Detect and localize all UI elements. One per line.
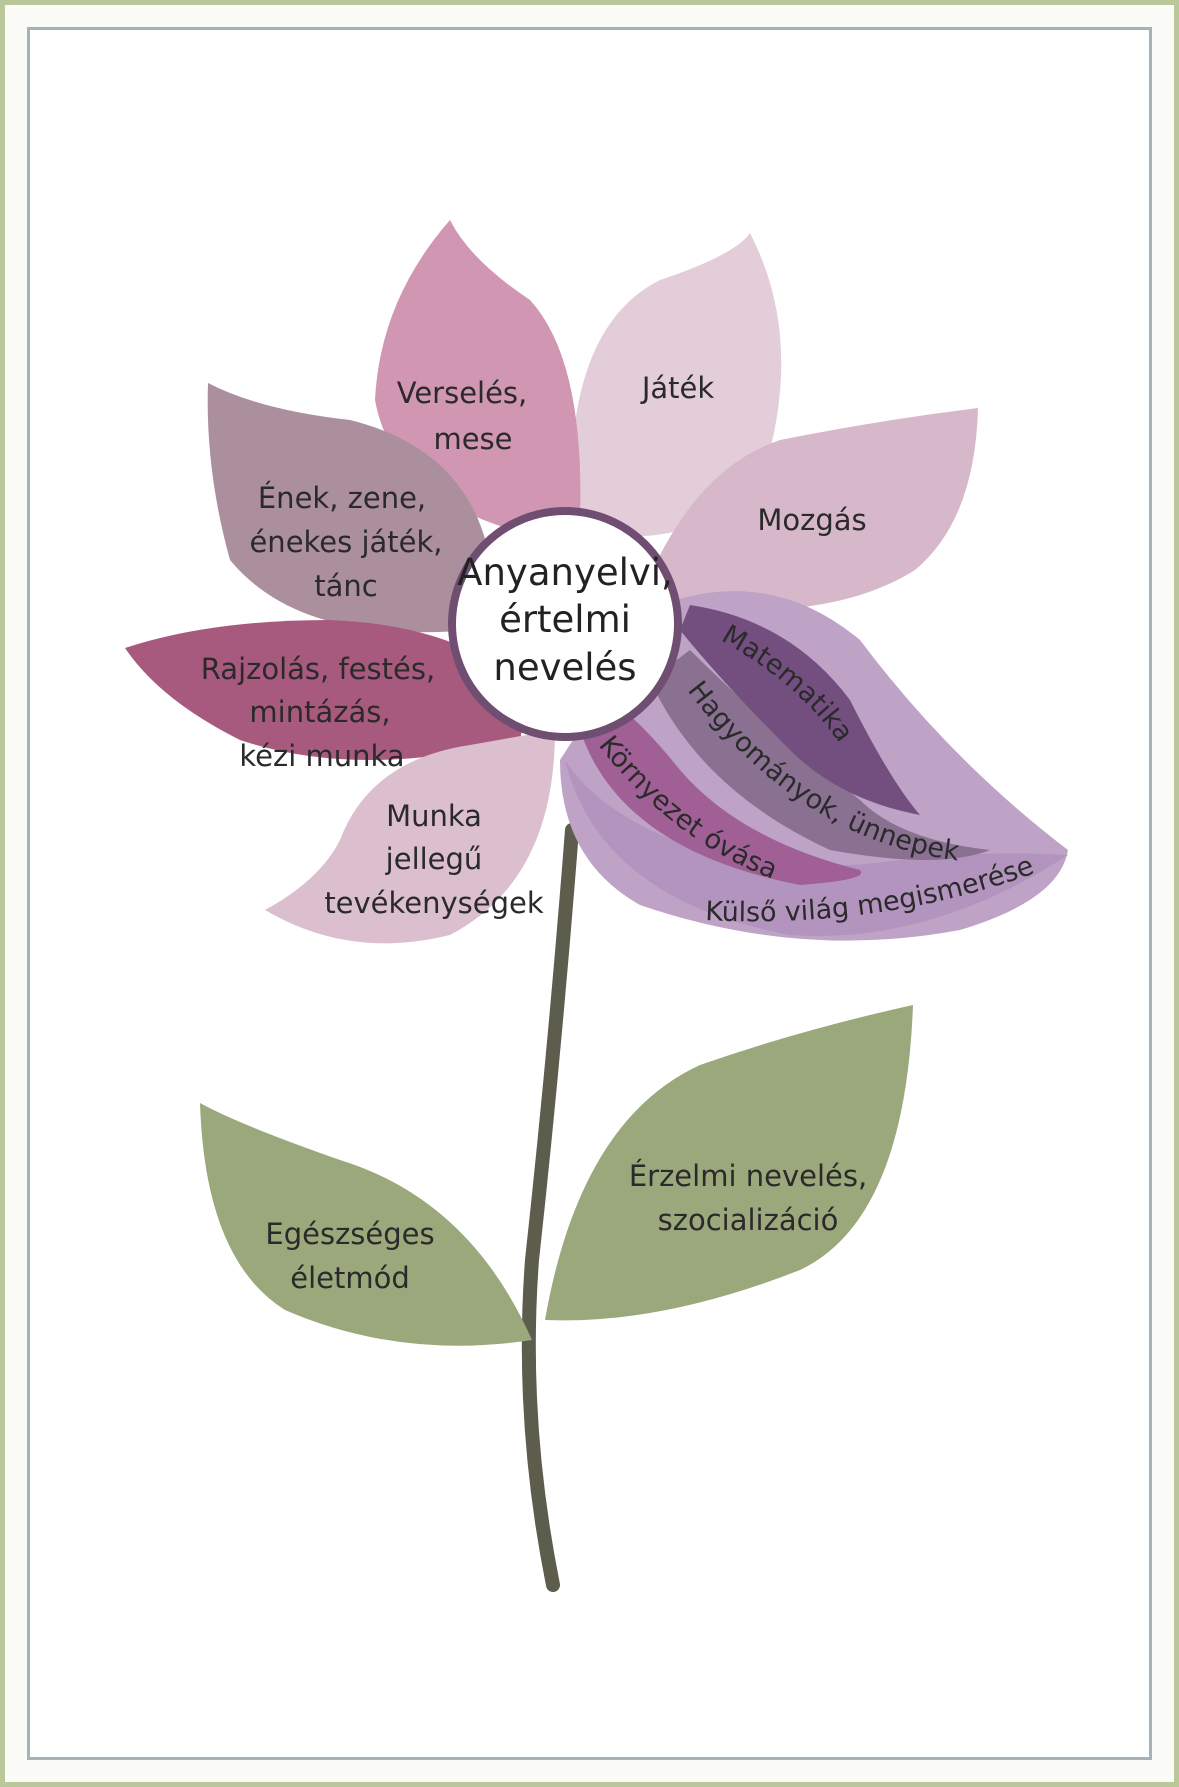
label-leaf-left-1: Egészséges (265, 1217, 434, 1251)
label-leaf-right-2: szocializáció (658, 1203, 839, 1237)
center-label-line1: Anyanyelvi, (457, 551, 673, 594)
label-jatek: Játék (640, 371, 715, 405)
label-mozgas: Mozgás (757, 503, 866, 537)
flower-stem (529, 830, 572, 1585)
label-rajzolas-1: Rajzolás, festés, (201, 652, 435, 686)
label-enek-3: tánc (314, 569, 377, 603)
label-verseles-2: mese (433, 422, 512, 456)
label-enek-1: Ének, zene, (258, 481, 426, 515)
label-verseles-1: Verselés, (397, 376, 528, 410)
label-enek-2: énekes játék, (249, 525, 442, 559)
label-leaf-left-2: életmód (290, 1261, 410, 1295)
center-label-line2: értelmi (499, 598, 631, 641)
label-munka-2: jellegű (385, 842, 483, 876)
label-rajzolas-2: mintázás, (249, 695, 390, 729)
label-munka-3: tevékenységek (324, 886, 544, 920)
label-munka-1: Munka (386, 799, 482, 833)
label-rajzolas-3: kézi munka (239, 739, 404, 773)
label-leaf-right-1: Érzelmi nevelés, (629, 1159, 867, 1193)
center-label-line3: nevelés (493, 646, 636, 689)
